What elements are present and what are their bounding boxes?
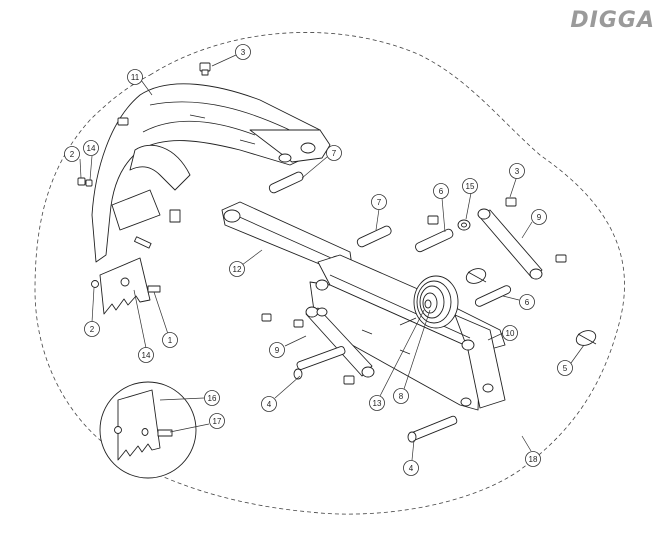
callout-14-upper: 14 — [83, 140, 99, 156]
callout-1: 1 — [162, 332, 178, 348]
main-linkage-frame — [309, 254, 506, 411]
callout-label: 7 — [332, 149, 337, 158]
leader-lines — [79, 54, 585, 461]
pin-4-left — [293, 346, 355, 385]
callout-label: 9 — [537, 213, 542, 222]
callout-12: 12 — [229, 261, 245, 277]
callout-3-top: 3 — [235, 44, 251, 60]
callout-10: 10 — [502, 325, 518, 341]
callout-2-lower: 2 — [84, 321, 100, 337]
callout-9-left: 9 — [269, 342, 285, 358]
callout-label: 6 — [439, 187, 444, 196]
callout-label: 4 — [267, 400, 272, 409]
callout-label: 14 — [87, 144, 96, 153]
callout-6-upper: 6 — [433, 183, 449, 199]
bolt-top — [199, 62, 211, 76]
callout-8: 8 — [393, 388, 409, 404]
callout-2-upper: 2 — [64, 146, 80, 162]
callout-label: 9 — [275, 346, 280, 355]
callout-3-right: 3 — [509, 163, 525, 179]
assembly-boundary-dashed — [34, 32, 625, 515]
callout-label: 12 — [233, 265, 242, 274]
washer-15 — [457, 219, 471, 231]
callout-label: 17 — [213, 417, 222, 426]
callout-label: 3 — [241, 48, 246, 57]
callout-label: 3 — [515, 167, 520, 176]
callout-15: 15 — [462, 178, 478, 194]
pin-6-lower — [474, 285, 512, 307]
callout-18: 18 — [525, 451, 541, 467]
callout-label: 11 — [131, 73, 140, 82]
lynch-pin-lower — [575, 330, 597, 346]
pin-7-lower — [356, 225, 392, 248]
callout-7-upper: 7 — [326, 145, 342, 161]
lynch-pin-upper — [465, 268, 487, 284]
callout-label: 7 — [377, 198, 382, 207]
callout-label: 2 — [70, 150, 75, 159]
callout-label: 14 — [142, 351, 151, 360]
callout-13: 13 — [369, 395, 385, 411]
detail-view-circle — [99, 381, 197, 479]
callout-4-left: 4 — [261, 396, 277, 412]
link-bar-9-right — [477, 197, 567, 280]
callout-label: 5 — [563, 364, 568, 373]
callout-label: 6 — [525, 298, 530, 307]
pin-6-upper — [415, 215, 454, 253]
callout-17: 17 — [209, 413, 225, 429]
callout-14-lower: 14 — [138, 347, 154, 363]
callout-16: 16 — [204, 390, 220, 406]
callout-5: 5 — [557, 360, 573, 376]
callout-label: 16 — [208, 394, 217, 403]
callout-6-lower: 6 — [519, 294, 535, 310]
callout-label: 10 — [506, 329, 515, 338]
pin-7-upper — [268, 171, 304, 194]
callout-label: 4 — [409, 464, 414, 473]
callout-label: 13 — [373, 399, 382, 408]
callout-11: 11 — [127, 69, 143, 85]
digga-logo: DIGGA — [570, 8, 655, 33]
link-bar-9-left — [261, 306, 375, 378]
torsion-spring — [399, 275, 459, 329]
callout-label: 2 — [90, 325, 95, 334]
pin-4-bottom — [407, 415, 458, 443]
callout-label: 18 — [529, 455, 538, 464]
callout-label: 15 — [466, 182, 475, 191]
bolt-pair-left — [77, 177, 93, 187]
callout-7-lower: 7 — [371, 194, 387, 210]
tooth-plate — [91, 209, 181, 315]
callout-9-right: 9 — [531, 209, 547, 225]
bucket-frame — [91, 83, 331, 263]
callout-4-bottom: 4 — [403, 460, 419, 476]
callout-label: 1 — [168, 336, 173, 345]
callout-label: 8 — [399, 392, 404, 401]
